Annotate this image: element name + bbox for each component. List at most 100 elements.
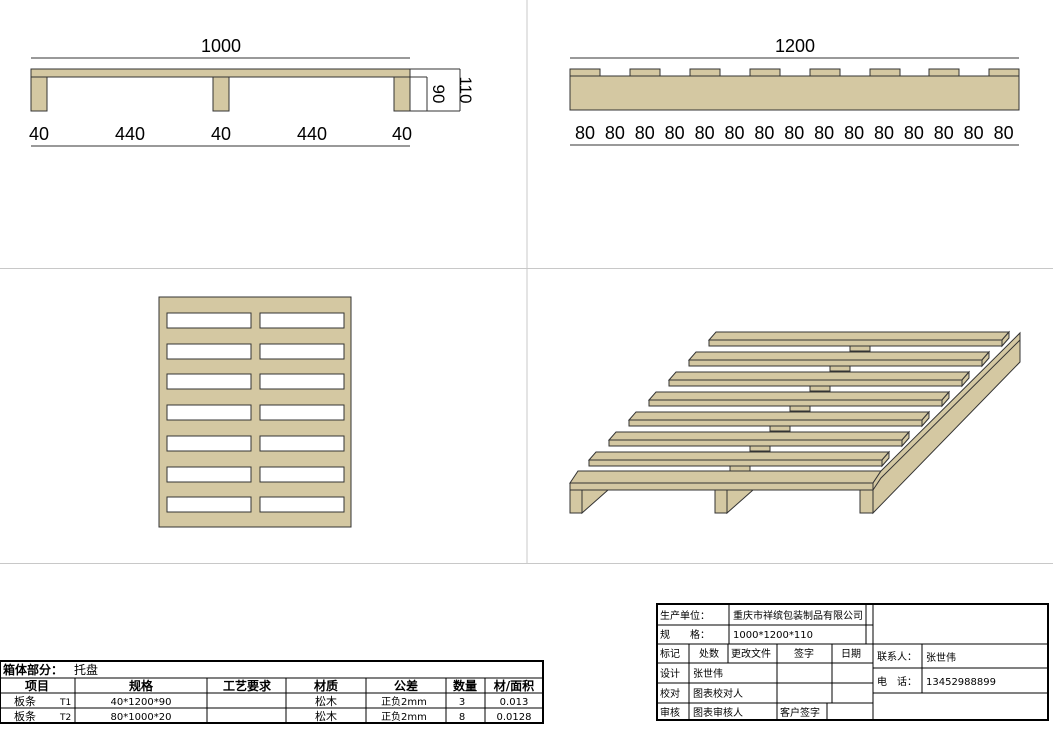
bom-spec: 80*1000*20 bbox=[111, 712, 172, 723]
customer-sign-label: 客户签字 bbox=[780, 706, 820, 719]
runner-body bbox=[569, 75, 1020, 111]
board-end bbox=[629, 68, 661, 77]
deck-board-end bbox=[941, 390, 950, 408]
check-label: 校对 bbox=[660, 687, 680, 700]
bom-item: 板条 bbox=[14, 694, 36, 708]
segment-label: 80 bbox=[754, 123, 774, 143]
count-label: 处数 bbox=[699, 647, 719, 660]
deck-board-front bbox=[708, 339, 1003, 347]
deck-board-ends bbox=[569, 68, 1020, 77]
segment-label: 80 bbox=[575, 123, 595, 143]
deck-board-end bbox=[961, 370, 970, 388]
segment-label: 440 bbox=[115, 124, 145, 144]
segment-label: 80 bbox=[695, 123, 715, 143]
top-deck-board bbox=[30, 68, 411, 78]
segment-label: 80 bbox=[635, 123, 655, 143]
deck-gap bbox=[166, 404, 252, 421]
board-end bbox=[749, 68, 781, 77]
deck-board-top bbox=[607, 431, 911, 441]
board-end bbox=[869, 68, 901, 77]
front-view: 1000 90 110 40 440 40 440 40 bbox=[29, 36, 475, 147]
bom-section-value: 托盘 bbox=[74, 662, 98, 677]
segment-label: 80 bbox=[844, 123, 864, 143]
deck-gap bbox=[166, 343, 252, 360]
deck-gap bbox=[166, 312, 252, 329]
board-end bbox=[569, 68, 601, 77]
runner-leg-side bbox=[581, 489, 610, 515]
deck-board-top bbox=[587, 451, 891, 461]
bom-header: 项目 bbox=[25, 679, 49, 693]
segment-label: 80 bbox=[874, 123, 894, 143]
top-view bbox=[158, 296, 352, 528]
segment-label: 40 bbox=[29, 124, 49, 144]
bom-header: 公差 bbox=[394, 678, 418, 693]
runner-leg bbox=[859, 489, 874, 514]
segment-label: 80 bbox=[814, 123, 834, 143]
bom-qty: 3 bbox=[459, 697, 465, 708]
segment-label: 80 bbox=[904, 123, 924, 143]
sheet-grid bbox=[0, 0, 1053, 564]
bom-header: 规格 bbox=[129, 678, 154, 693]
left-runner bbox=[30, 76, 48, 112]
phone-label: 电 话： bbox=[877, 675, 917, 688]
deck-height-label: 90 bbox=[429, 85, 448, 104]
right-runner bbox=[393, 76, 411, 112]
bom-header: 数量 bbox=[453, 678, 477, 693]
bom-spec: 40*1200*90 bbox=[111, 697, 172, 708]
segment-label: 80 bbox=[784, 123, 804, 143]
stringer-patch bbox=[749, 445, 771, 452]
bom-header-row: 项目 规格 工艺要求 材质 公差 数量 材/面积 bbox=[25, 678, 534, 693]
bom-table: 箱体部分： 托盘 项目 规格 工艺要求 材质 公差 数量 材/面积 板条 T1 … bbox=[0, 660, 544, 724]
segment-label: 80 bbox=[665, 123, 685, 143]
phone-value: 13452988899 bbox=[926, 677, 996, 688]
segment-label: 440 bbox=[297, 124, 327, 144]
deck-gap bbox=[259, 312, 345, 329]
deck-board-front bbox=[688, 359, 983, 367]
deck-gap bbox=[259, 435, 345, 452]
bom-header: 材/面积 bbox=[493, 678, 534, 693]
front-board-face bbox=[569, 482, 874, 491]
segment-labels: 40 440 40 440 40 bbox=[29, 124, 412, 144]
check-value: 图表校对人 bbox=[693, 687, 743, 700]
stringer-patch bbox=[829, 365, 851, 372]
deck-gap bbox=[166, 466, 252, 483]
board-end bbox=[928, 68, 960, 77]
segment-label: 40 bbox=[392, 124, 412, 144]
overall-width-label: 1000 bbox=[201, 36, 241, 56]
deck-gap bbox=[259, 496, 345, 513]
deck-board-top bbox=[707, 331, 1011, 341]
deck-gap bbox=[259, 404, 345, 421]
stringer-patch bbox=[769, 425, 791, 432]
spec-label: 规 格： bbox=[660, 628, 710, 641]
board-end bbox=[689, 68, 721, 77]
deck-board-front bbox=[588, 459, 883, 467]
deck-board-end bbox=[881, 450, 890, 468]
deck-gap bbox=[166, 496, 252, 513]
bom-area: 0.0128 bbox=[497, 712, 532, 723]
middle-runner bbox=[212, 76, 230, 112]
deck-board-front bbox=[608, 439, 903, 447]
bom-tolerance: 正负2mm bbox=[381, 695, 427, 708]
spec-value: 1000*1200*110 bbox=[733, 630, 813, 641]
deck-board-end bbox=[1001, 330, 1010, 348]
change-label: 更改文件 bbox=[731, 647, 771, 660]
bom-section-label: 箱体部分： bbox=[3, 662, 63, 677]
producer-label: 生产单位： bbox=[660, 609, 710, 622]
stringer-patch bbox=[809, 385, 831, 392]
stringer-patch bbox=[849, 345, 871, 352]
design-label: 设计 bbox=[660, 667, 680, 680]
bom-material: 松木 bbox=[315, 709, 337, 723]
deck-gap bbox=[166, 435, 252, 452]
deck-board-front bbox=[648, 399, 943, 407]
bom-item: 板条 bbox=[14, 709, 36, 723]
deck-gap bbox=[166, 373, 252, 390]
sign-label: 签字 bbox=[794, 647, 814, 660]
deck-gaps bbox=[166, 312, 345, 513]
deck-gap bbox=[259, 373, 345, 390]
segment-label: 80 bbox=[724, 123, 744, 143]
stringer-patch bbox=[789, 405, 811, 412]
runner-leg-side bbox=[726, 489, 755, 515]
board-end bbox=[988, 68, 1020, 77]
